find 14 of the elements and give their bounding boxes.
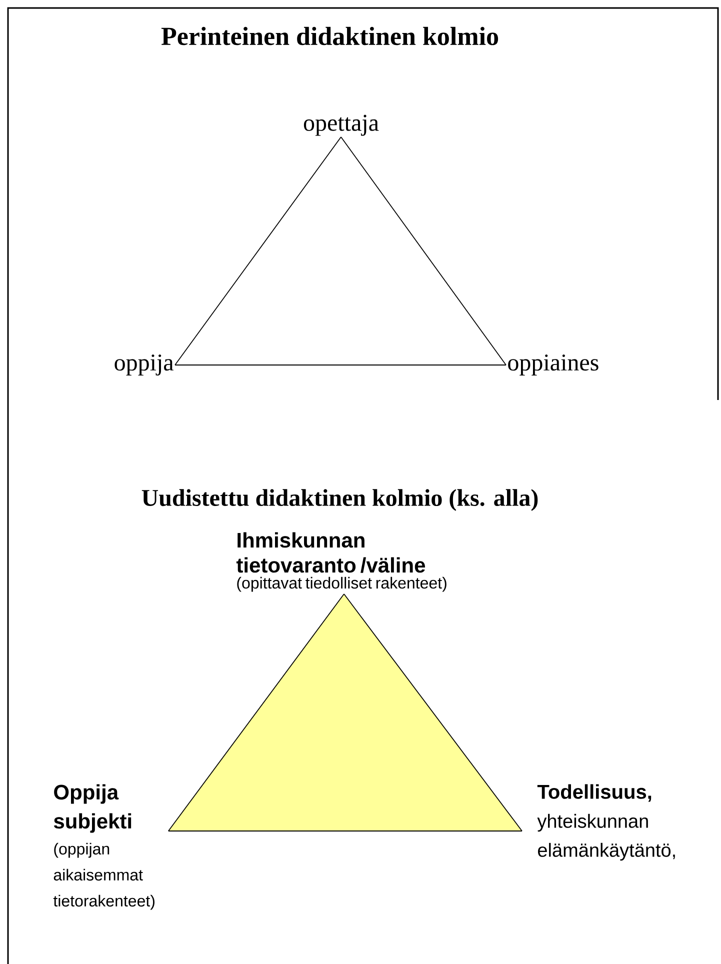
heading: Perinteinen didaktinen kolmio	[161, 26, 498, 46]
vertex-label: Ihmiskunnan tietovaranto /väline (opittavat tiedolliset rakenteet)	[236, 532, 446, 592]
heading: Uudistettu didaktinen kolmio (ks. alla)	[142, 489, 538, 511]
triangle-side	[340, 136, 506, 366]
triangle-side	[174, 136, 342, 366]
vertex-label: oppija	[114, 354, 174, 376]
triangle-side	[344, 594, 522, 832]
triangle-side	[168, 830, 522, 832]
vertex-label: Oppija subjekti (oppijan aikaisemmat tietorakenteet)	[53, 784, 154, 910]
triangle-side	[174, 364, 506, 366]
vertex-label: oppiaines	[508, 354, 598, 376]
vertex-label: opettaja	[304, 114, 379, 136]
triangle-side	[168, 594, 344, 832]
vertex-label: Todellisuus, yhteiskunnan elämänkäytäntö,	[537, 784, 675, 861]
